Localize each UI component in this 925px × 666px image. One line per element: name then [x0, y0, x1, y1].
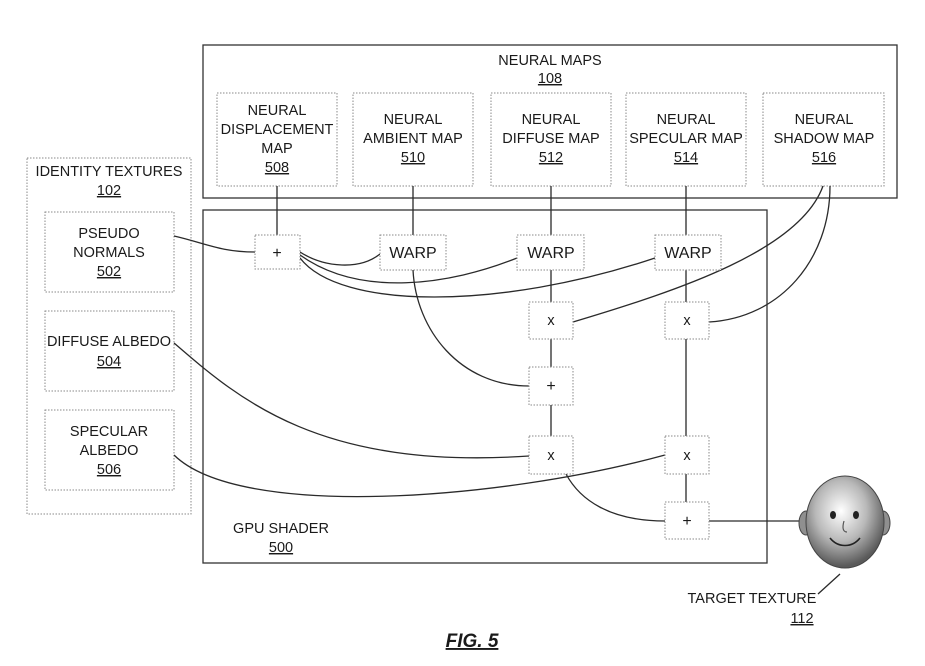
warp-specular-box — [654, 234, 722, 271]
specular-albedo-multiply-box — [664, 435, 710, 475]
target-texture-ref: 112 — [790, 611, 813, 627]
diffuse-albedo-multiply-symbol: x — [547, 448, 555, 464]
specular-albedo-multiply-node: x — [664, 435, 710, 475]
diffuse-albedo-ref: 504 — [97, 354, 121, 370]
neural-displacement-map-line-1: NEURAL — [248, 103, 307, 119]
face-nose — [842, 520, 848, 533]
wire-diffuse-albedo-to-x — [173, 342, 530, 459]
gpu-shader-ref: 500 — [269, 540, 293, 556]
ambient-diffuse-plus-node: + — [528, 366, 574, 406]
figure-label: FIG. 5 — [446, 631, 499, 652]
specular-albedo-multiply-symbol: x — [683, 448, 691, 464]
neural-diffuse-map-line-1: NEURAL — [522, 112, 581, 128]
neural-displacement-map-box — [216, 92, 338, 187]
face-eye-left — [830, 511, 836, 519]
identity-textures-title: IDENTITY TEXTURES — [36, 164, 183, 180]
warp-diffuse-node: WARP — [516, 234, 585, 271]
ambient-diffuse-plus-box — [528, 366, 574, 406]
gpu-shader-title: GPU SHADER — [233, 521, 329, 537]
wire-plus-to-warp-ambient — [299, 251, 381, 266]
specular-albedo-ref: 506 — [97, 462, 121, 478]
neural-shadow-map-line-2: SHADOW MAP — [774, 131, 875, 147]
diffuse-albedo: DIFFUSE ALBEDO 504 — [44, 310, 175, 392]
neural-specular-map: NEURAL SPECULAR MAP 514 — [625, 92, 747, 187]
target-texture-title: TARGET TEXTURE — [688, 591, 817, 607]
neural-diffuse-map-box — [490, 92, 612, 187]
wire-normals-to-plus — [173, 235, 256, 253]
displacement-plus-symbol: + — [272, 245, 281, 262]
neural-diffuse-map-ref: 512 — [539, 150, 563, 166]
displacement-plus-box — [254, 234, 301, 270]
neural-specular-map-line-1: NEURAL — [657, 112, 716, 128]
neural-displacement-map: NEURAL DISPLACEMENT MAP 508 — [216, 92, 338, 187]
pseudo-normals-line-2: NORMALS — [73, 245, 145, 261]
specular-albedo: SPECULAR ALBEDO 506 — [44, 409, 175, 491]
specular-shadow-multiply-box — [664, 301, 710, 340]
diffuse-shadow-multiply-symbol: x — [547, 313, 555, 329]
neural-ambient-map-ref: 510 — [401, 150, 425, 166]
diffuse-albedo-multiply-node: x — [528, 435, 574, 475]
neural-specular-map-line-2: SPECULAR MAP — [629, 131, 743, 147]
neural-shadow-map-ref: 516 — [812, 150, 836, 166]
warp-diffuse-box — [516, 234, 585, 271]
wire-plus-to-warp-specular — [299, 257, 656, 298]
pseudo-normals-ref: 502 — [97, 264, 121, 280]
wire-warp-ambient-to-plus — [412, 269, 530, 387]
final-sum-box — [664, 501, 710, 540]
neural-shadow-map: NEURAL SHADOW MAP 516 — [762, 92, 885, 187]
wires — [173, 185, 831, 522]
ambient-diffuse-plus-symbol: + — [546, 378, 555, 395]
warp-specular-node: WARP — [654, 234, 722, 271]
neural-displacement-map-line-2: DISPLACEMENT — [221, 122, 334, 138]
pseudo-normals-box — [44, 211, 175, 293]
neural-shadow-map-line-1: NEURAL — [795, 112, 854, 128]
diffuse-albedo-multiply-box — [528, 435, 574, 475]
displacement-plus-node: + — [254, 234, 301, 270]
neural-shadow-map-box — [762, 92, 885, 187]
neural-ambient-map: NEURAL AMBIENT MAP 510 — [352, 92, 474, 187]
specular-shadow-multiply-symbol: x — [683, 313, 691, 329]
wire-shadow-to-diffuse-x — [572, 185, 824, 323]
pseudo-normals: PSEUDO NORMALS 502 — [44, 211, 175, 293]
specular-albedo-box — [44, 409, 175, 491]
specular-shadow-multiply-node: x — [664, 301, 710, 340]
warp-specular-label: WARP — [664, 245, 711, 262]
specular-albedo-line-1: SPECULAR — [70, 424, 148, 440]
neural-maps-ref: 108 — [538, 71, 562, 87]
wire-plus-to-warp-diffuse — [299, 254, 518, 284]
wire-diffuse-x-to-final-plus — [565, 473, 666, 522]
warp-ambient-node: WARP — [379, 234, 447, 271]
neural-diffuse-map: NEURAL DIFFUSE MAP 512 — [490, 92, 612, 187]
diffuse-albedo-line-1: DIFFUSE ALBEDO — [47, 334, 171, 350]
diffuse-shadow-multiply-box — [528, 301, 574, 340]
wire-shadow-to-specular-x — [708, 185, 831, 323]
face-mouth — [829, 537, 861, 547]
warp-ambient-box — [379, 234, 447, 271]
final-sum-symbol: + — [682, 513, 691, 530]
wire-specular-albedo-to-x — [173, 454, 666, 498]
neural-displacement-map-ref: 508 — [265, 160, 289, 176]
target-texture-pointer — [817, 573, 841, 595]
neural-specular-map-box — [625, 92, 747, 187]
neural-diffuse-map-line-2: DIFFUSE MAP — [502, 131, 599, 147]
warp-diffuse-label: WARP — [527, 245, 574, 262]
specular-albedo-line-2: ALBEDO — [80, 443, 139, 459]
face-head — [805, 475, 885, 569]
face-eye-right — [853, 511, 859, 519]
neural-displacement-map-line-3: MAP — [261, 141, 292, 157]
neural-ambient-map-line-1: NEURAL — [384, 112, 443, 128]
final-sum-node: + — [664, 501, 710, 540]
diffuse-albedo-box — [44, 310, 175, 392]
warp-ambient-label: WARP — [389, 245, 436, 262]
neural-ambient-map-line-2: AMBIENT MAP — [363, 131, 463, 147]
identity-textures-ref: 102 — [97, 183, 121, 199]
pseudo-normals-line-1: PSEUDO — [78, 226, 139, 242]
neural-maps-title: NEURAL MAPS — [498, 53, 601, 69]
neural-ambient-map-box — [352, 92, 474, 187]
neural-specular-map-ref: 514 — [674, 150, 698, 166]
target-texture-face-icon — [798, 475, 891, 569]
diffuse-shadow-multiply-node: x — [528, 301, 574, 340]
